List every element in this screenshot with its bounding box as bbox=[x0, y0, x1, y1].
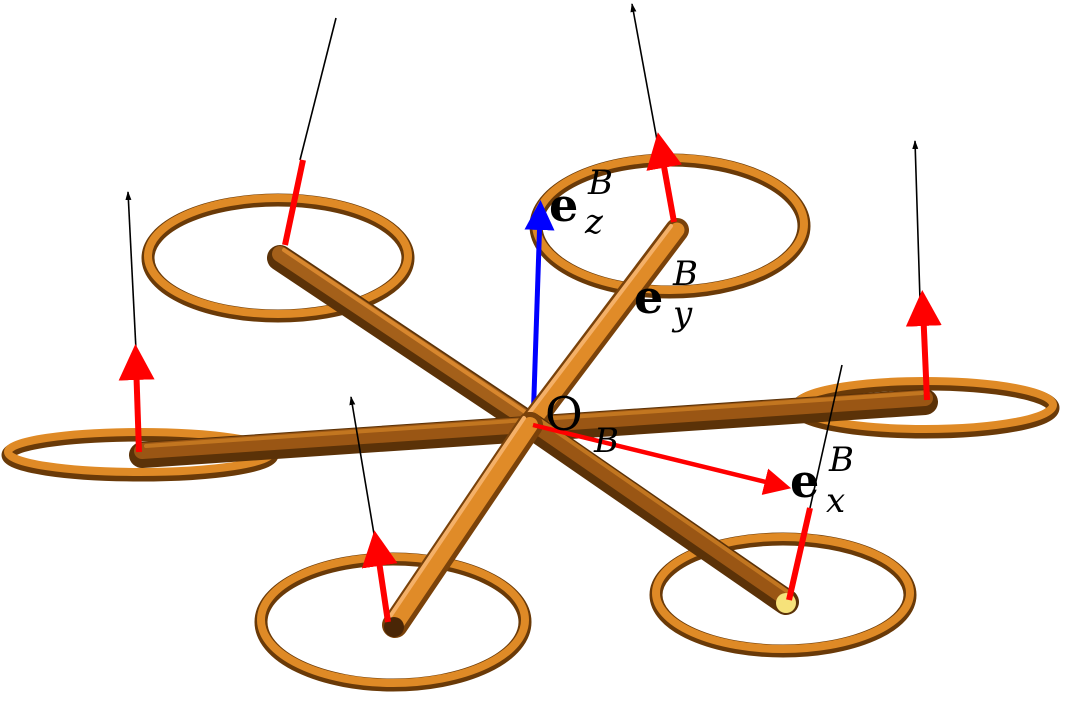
arm-tip-front-left bbox=[384, 617, 404, 637]
thrust-arrow-front-left bbox=[361, 530, 398, 623]
label-ez-sup: B bbox=[587, 163, 613, 203]
rotor-ring-back-left bbox=[141, 193, 415, 323]
axis-z-arrow bbox=[524, 200, 555, 426]
label-ez-sub: z bbox=[584, 202, 604, 242]
force-line-front-left bbox=[349, 396, 376, 541]
thrust-arrow-back-left bbox=[282, 159, 306, 246]
force-line-front-right bbox=[809, 364, 843, 509]
axis-x-arrow bbox=[532, 422, 792, 495]
label-ez: e B z bbox=[549, 163, 613, 242]
label-ez-main: e bbox=[549, 178, 578, 232]
label-origin-sup: B bbox=[593, 421, 619, 461]
label-ey: e B y bbox=[634, 254, 698, 334]
thrust-arrow-back-right bbox=[646, 132, 682, 223]
thrust-arrow-right bbox=[905, 290, 942, 401]
label-ex-main: e bbox=[790, 454, 819, 508]
label-ex-sub: x bbox=[826, 481, 845, 521]
force-line-back-right bbox=[630, 3, 658, 141]
label-origin-main: O bbox=[545, 387, 583, 441]
force-line-right bbox=[912, 140, 921, 301]
thrust-arrow-left bbox=[118, 344, 155, 453]
label-origin: O B bbox=[545, 387, 619, 461]
thrust-arrow-front-right bbox=[786, 507, 813, 601]
arm-tip-front-right bbox=[776, 593, 796, 613]
label-ey-main: e bbox=[634, 270, 663, 324]
label-ex-sup: B bbox=[828, 440, 854, 480]
label-ey-sup: B bbox=[672, 254, 698, 294]
rotor-ring-front-right bbox=[649, 532, 917, 658]
label-ex: e B x bbox=[790, 440, 854, 521]
force-line-back-left bbox=[299, 17, 337, 161]
force-line-left bbox=[125, 191, 137, 351]
label-ey-sub: y bbox=[671, 294, 693, 334]
